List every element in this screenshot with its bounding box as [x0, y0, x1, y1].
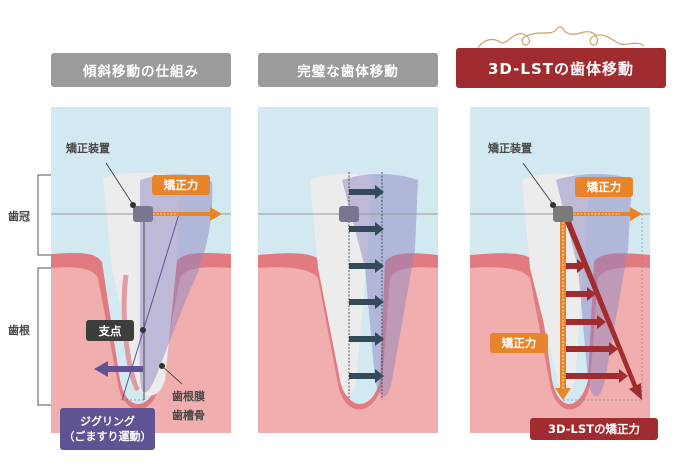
- bodily-force-arrow: [349, 185, 384, 199]
- distributed-force-arrow: [566, 287, 596, 301]
- device-label: 矯正装置: [488, 142, 532, 155]
- distributed-force-arrow: [566, 342, 618, 356]
- distributed-force-arrows: [566, 259, 628, 383]
- bodily-force-arrow: [349, 222, 384, 236]
- distributed-force-arrow: [566, 259, 586, 273]
- gum: [51, 267, 231, 433]
- alveolar-bone-label: 歯槽骨: [172, 409, 205, 422]
- jiggling-tag: ジグリング （ごますり運動）: [60, 408, 155, 450]
- force-arrow: [153, 207, 222, 221]
- bodily-force-arrow: [349, 369, 384, 383]
- title-text: 完璧な歯体移動: [297, 64, 399, 80]
- fulcrum-tag: 支点: [86, 320, 134, 341]
- force-tag-text: 矯正力: [501, 336, 537, 350]
- title-tipping-mechanism: 傾斜移動の仕組み: [51, 53, 231, 87]
- jiggling-text: ジグリング: [80, 415, 135, 428]
- force-tag-text: 矯正力: [586, 180, 622, 194]
- title-text: 3D-LSTの歯体移動: [488, 59, 634, 78]
- right-panel: [470, 107, 650, 433]
- bodily-force-arrows: [349, 185, 384, 383]
- crown-bracket: [37, 174, 53, 406]
- force-tag-top: 矯正力: [575, 177, 633, 197]
- left-panel: [51, 107, 231, 433]
- 3dlst-force-tag: 3D-LSTの矯正力: [530, 418, 658, 440]
- ornament-flourish: [477, 26, 645, 49]
- jiggling-arrow: [94, 361, 143, 377]
- force-tag: 矯正力: [152, 175, 210, 195]
- bodily-force-arrow: [349, 259, 384, 273]
- 3dlst-force-tag-text: 3D-LSTの矯正力: [548, 422, 640, 436]
- jiggling-subtext: （ごますり運動）: [63, 430, 152, 443]
- crown-label: 歯冠: [8, 210, 30, 223]
- title-text: 傾斜移動の仕組み: [83, 64, 199, 80]
- fulcrum-tag-text: 支点: [98, 323, 122, 338]
- distributed-force-arrow: [566, 315, 606, 329]
- bodily-force-arrow: [349, 332, 384, 346]
- force-tag-side: 矯正力: [490, 333, 548, 353]
- resultant-force-arrow: [565, 219, 642, 400]
- bracket-device: [133, 206, 153, 222]
- periodontal-ligament-label: 歯根膜: [172, 390, 205, 403]
- bodily-force-arrow: [349, 295, 384, 309]
- tilted-tooth-ghost: [139, 174, 213, 393]
- middle-panel: [258, 107, 438, 433]
- title-3dlst-bodily-movement: 3D-LSTの歯体移動: [456, 48, 666, 88]
- root-label: 歯根: [8, 324, 30, 337]
- device-label: 矯正装置: [66, 142, 110, 155]
- force-tag-text: 矯正力: [163, 178, 199, 192]
- distributed-force-arrow: [566, 369, 628, 383]
- title-perfect-bodily-movement: 完璧な歯体移動: [258, 53, 438, 87]
- bracket-device: [553, 206, 573, 222]
